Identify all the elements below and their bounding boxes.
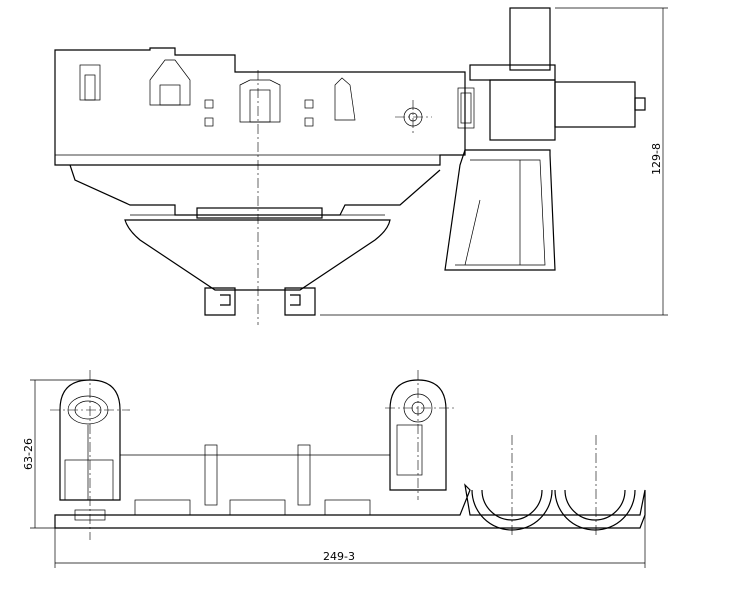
dim-129-8: 129-8 [650,143,663,175]
dimensions: 129-8 63-26 249-3 [22,7,668,568]
dim-63-26: 63-26 [22,438,35,470]
bottom-view [50,370,646,540]
dim-249-3: 249-3 [323,550,355,563]
top-view [54,7,646,325]
